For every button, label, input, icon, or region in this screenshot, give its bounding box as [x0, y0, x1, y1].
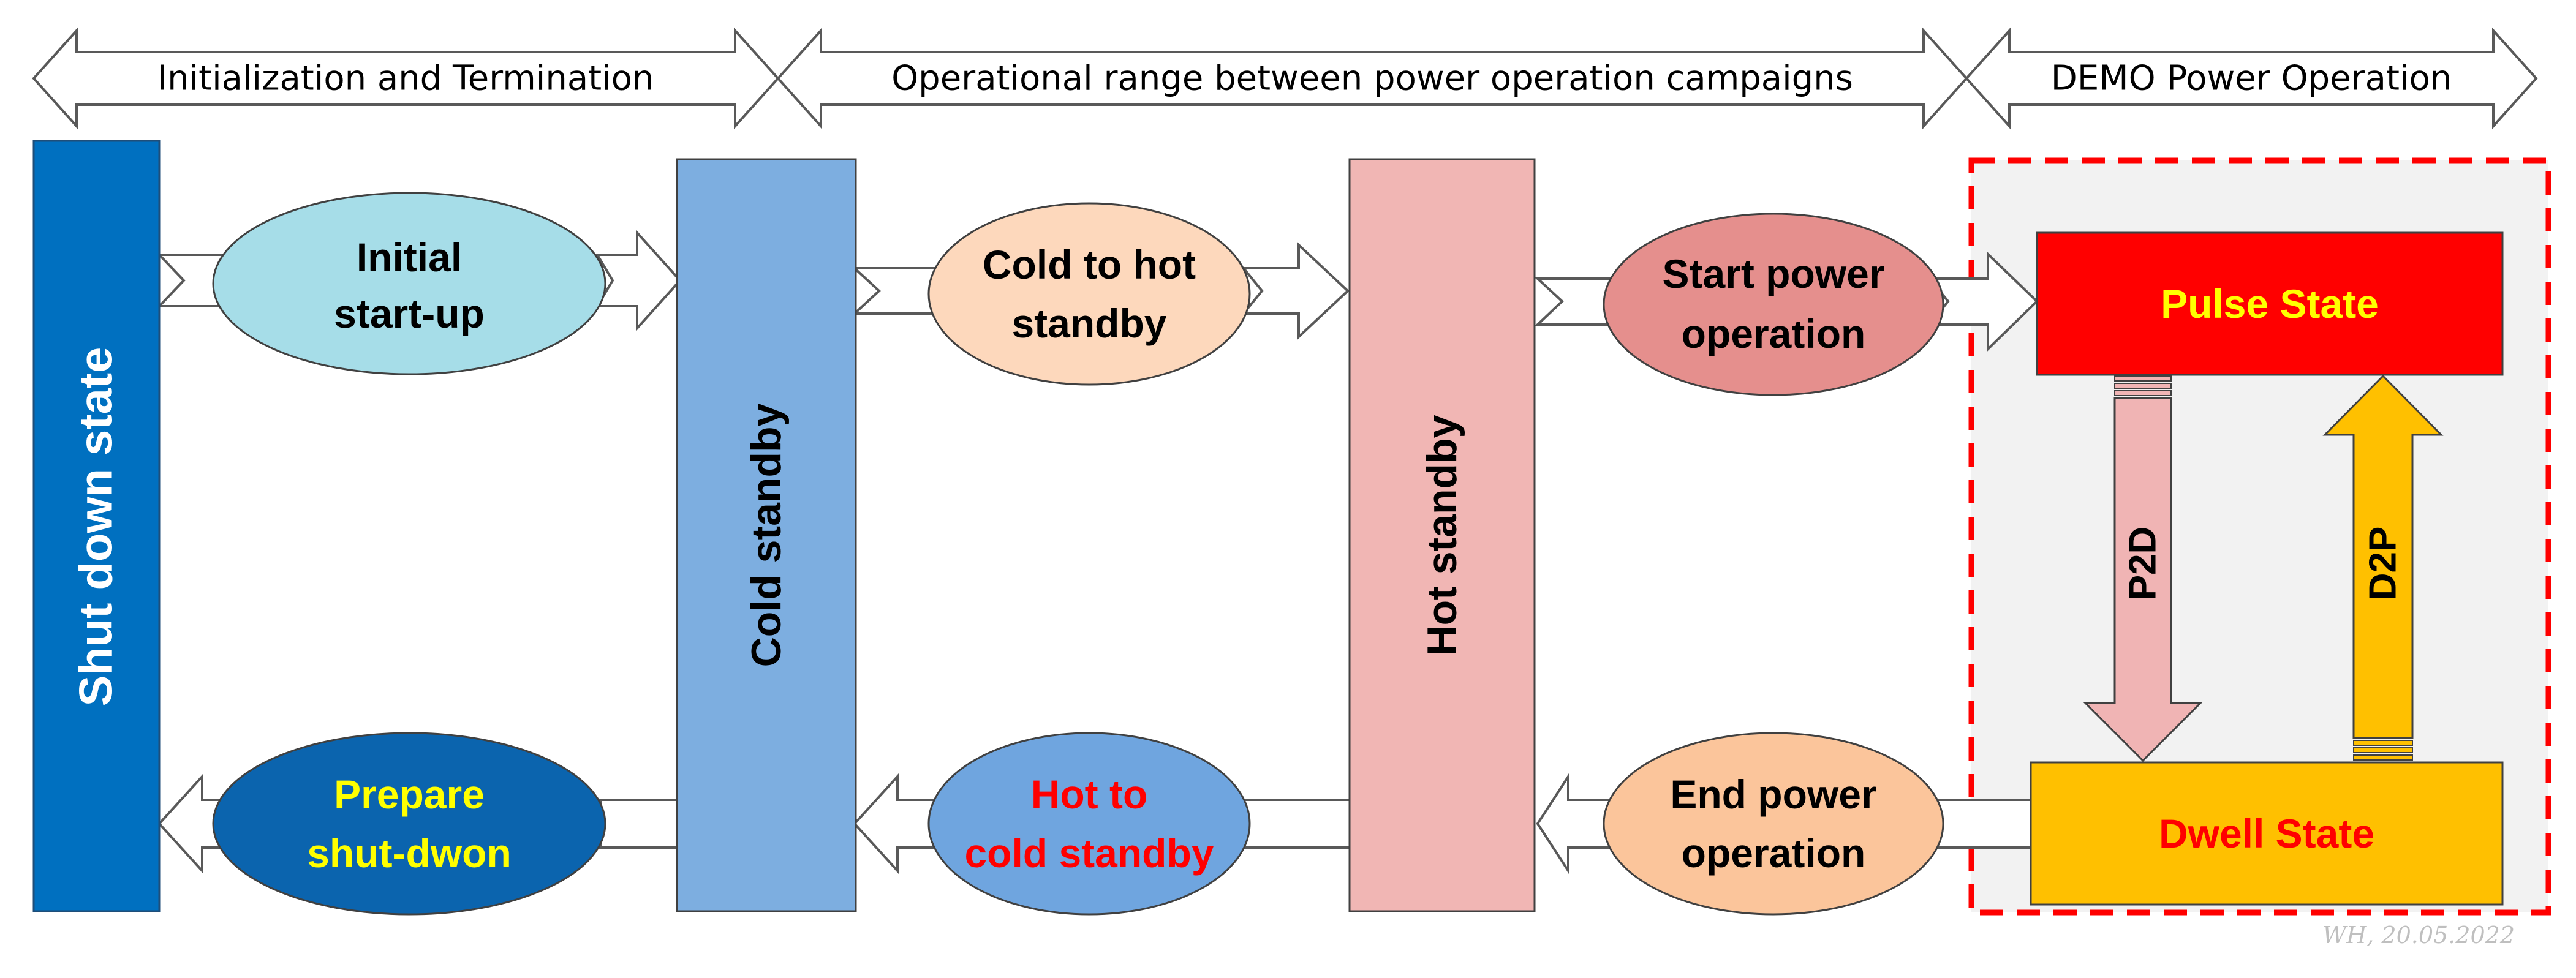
dwell-state-box: Dwell State [2030, 761, 2504, 906]
header-operational-range-label: Operational range between power operatio… [891, 59, 1853, 99]
cold-to-hot-line-1: Cold to hot [983, 242, 1196, 287]
shutdown-state-block: Shut down state [32, 140, 161, 912]
initial-startup-node: Initial start-up [212, 192, 606, 375]
hot-standby-label: Hot standby [1419, 415, 1465, 655]
header-demo-power-operation: DEMO Power Operation [1965, 27, 2538, 130]
header-initialization-termination: Initialization and Termination [32, 27, 780, 130]
hot-standby-block: Hot standby [1348, 158, 1536, 912]
prepare-shutdown-node: Prepare shut-dwon [212, 732, 606, 916]
shutdown-state-label: Shut down state [70, 347, 123, 707]
d2p-arrow: D2P [2322, 374, 2444, 761]
arrow-startup-to-cold-standby [595, 229, 682, 332]
arrow-hot-standby-to-hot-to-cold [1242, 799, 1352, 849]
header-demo-power-operation-label: DEMO Power Operation [2051, 59, 2452, 99]
end-power-line-2: operation [1682, 830, 1866, 876]
header-initialization-termination-label: Initialization and Termination [157, 59, 654, 99]
end-power-operation-node: End power operation [1603, 732, 1944, 916]
pulse-state-label: Pulse State [2161, 281, 2379, 326]
initial-startup-line-2: start-up [334, 291, 485, 336]
initial-startup-line-1: Initial [357, 235, 462, 280]
start-power-line-1: Start power [1662, 251, 1884, 296]
header-operational-range: Operational range between power operatio… [776, 27, 1968, 130]
cold-to-hot-line-2: standby [1011, 301, 1166, 346]
dwell-state-label: Dwell State [2159, 811, 2374, 856]
hot-to-cold-standby-node: Hot to cold standby [927, 732, 1251, 916]
cold-standby-label: Cold standby [743, 403, 790, 667]
prepare-shutdown-line-2: shut-dwon [307, 830, 512, 876]
prepare-shutdown-line-1: Prepare [334, 772, 485, 817]
p2d-arrow: P2D [2083, 375, 2203, 762]
p2d-label: P2D [2122, 527, 2164, 601]
hot-to-cold-line-1: Hot to [1031, 772, 1148, 817]
start-power-line-2: operation [1682, 311, 1866, 356]
arrow-dwell-state-to-end-power [1935, 799, 2032, 849]
author-signature: WH, 20.05.2022 [2322, 922, 2515, 949]
d2p-label: D2P [2362, 527, 2404, 601]
cold-standby-block: Cold standby [676, 158, 857, 912]
pulse-state-box: Pulse State [2036, 231, 2504, 376]
arrow-cold-standby-to-prepare-shutdown [599, 799, 678, 849]
arrow-cold-to-hot-to-hot-standby [1241, 242, 1350, 340]
cold-to-hot-standby-node: Cold to hot standby [927, 202, 1251, 386]
hot-to-cold-line-2: cold standby [964, 830, 1214, 876]
start-power-operation-node: Start power operation [1603, 213, 1944, 396]
end-power-line-1: End power [1670, 772, 1876, 817]
